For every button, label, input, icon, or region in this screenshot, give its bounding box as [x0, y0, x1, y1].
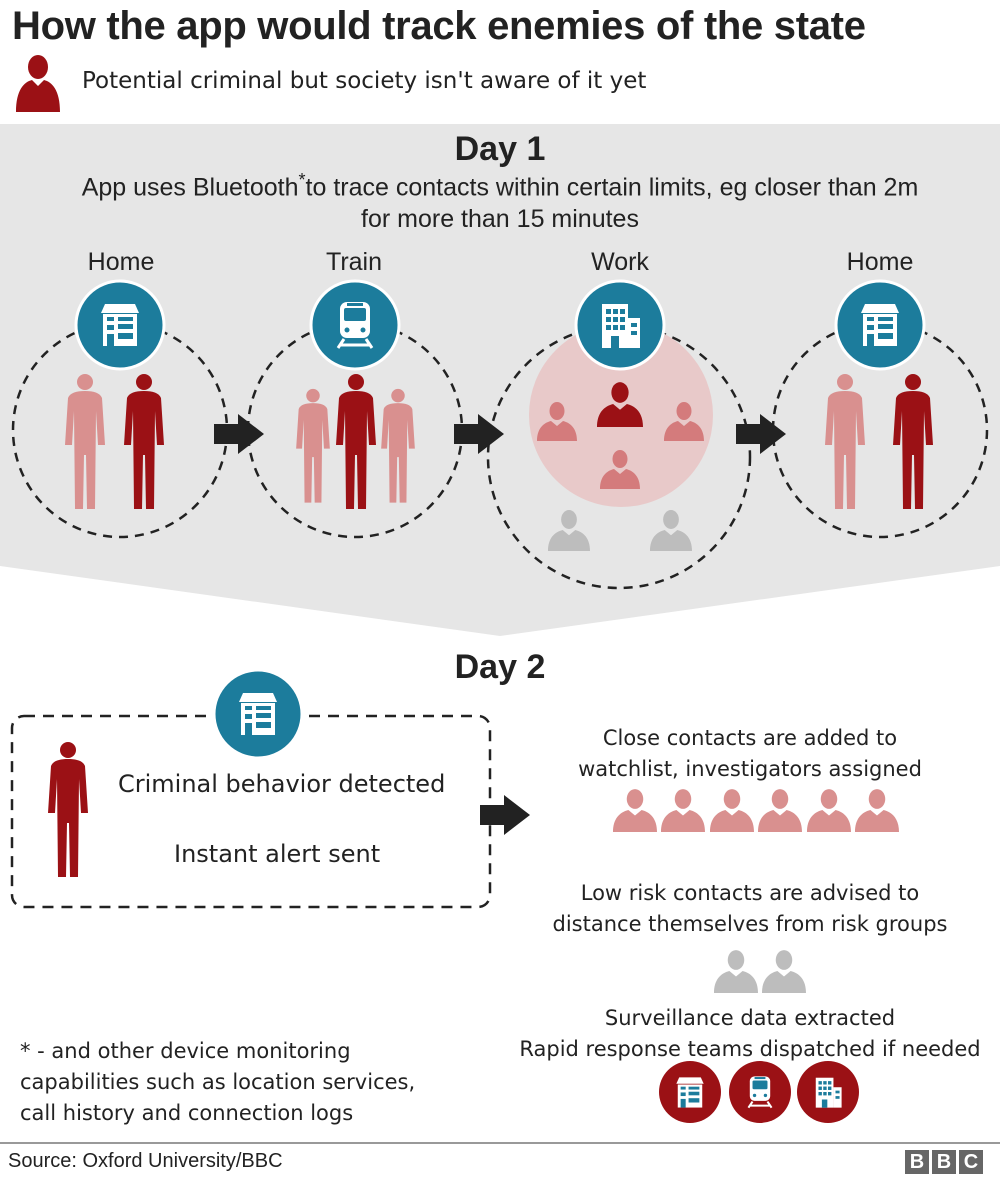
alert-sent-text: Instant alert sent: [174, 840, 381, 868]
house-icon: [74, 279, 166, 371]
day2-alert-diagram: [10, 668, 530, 909]
legend-criminal-icon: [16, 55, 60, 112]
house-icon: [212, 668, 304, 760]
office-building-icon: [797, 1061, 859, 1123]
person-icon: [296, 388, 330, 503]
house-icon: [834, 279, 926, 371]
bbc-logo-letter: C: [959, 1150, 983, 1174]
person-icon: [650, 510, 692, 551]
person-icon: [807, 789, 851, 832]
person-icon: [336, 374, 376, 509]
person-icon: [855, 789, 899, 832]
house-icon: [659, 1061, 721, 1123]
day1-description-part2: to trace contacts within certain limits,…: [305, 173, 919, 202]
source-credit: Source: Oxford University/BBC: [8, 1150, 283, 1172]
surveillance-text-1: Surveillance data extracted: [604, 1006, 896, 1030]
surveillance-text-2: Rapid response teams dispatched if neede…: [519, 1037, 981, 1061]
low-risk-text-2: distance themselves from risk groups: [552, 912, 948, 936]
footnote-line-1: * - and other device monitoring: [20, 1039, 351, 1063]
person-icon: [825, 374, 865, 509]
arrow-right-icon: [736, 414, 786, 454]
bbc-logo-letter: B: [932, 1150, 956, 1174]
person-icon: [65, 374, 105, 509]
day1-title: Day 1: [454, 130, 546, 168]
footnote-line-2: capabilities such as location services,: [20, 1070, 416, 1094]
location-label-home-2: Home: [846, 248, 914, 276]
person-icon: [714, 950, 758, 993]
day1-description: App uses Bluetooth*to trace contacts wit…: [0, 170, 1000, 202]
location-label-home: Home: [87, 248, 155, 276]
low-risk-text-1: Low risk contacts are advised to: [580, 881, 920, 905]
person-icon: [758, 789, 802, 832]
location-label-train: Train: [325, 248, 383, 276]
person-icon: [381, 388, 415, 503]
close-contacts-text-1: Close contacts are added to: [602, 726, 898, 750]
day1-diagram: [11, 279, 989, 590]
location-label-work: Work: [591, 248, 649, 276]
day1-description-line2: for more than 15 minutes: [361, 205, 639, 233]
person-icon: [762, 950, 806, 993]
person-icon: [548, 510, 590, 551]
train-icon: [309, 279, 401, 371]
person-icon: [710, 789, 754, 832]
footnote: * - and other device monitoring capabili…: [20, 1036, 415, 1129]
person-icon: [661, 789, 705, 832]
office-building-icon: [574, 279, 666, 371]
arrow-right-icon: [454, 414, 504, 454]
train-icon: [729, 1061, 791, 1123]
person-icon: [893, 374, 933, 509]
footer-divider: [0, 1142, 1000, 1144]
page-title: How the app would track enemies of the s…: [12, 4, 866, 48]
bluetooth-asterisk: *: [298, 170, 306, 190]
person-icon: [48, 742, 88, 877]
contact-circle-work: [486, 324, 752, 590]
bbc-logo-letter: B: [905, 1150, 929, 1174]
legend-text: Potential criminal but society isn't awa…: [82, 68, 647, 94]
day1-band: [0, 124, 1000, 636]
day2-title: Day 2: [454, 648, 546, 686]
arrow-right-icon: [480, 795, 530, 835]
alert-detected-text: Criminal behavior detected: [118, 770, 446, 798]
arrow-right-icon: [214, 414, 264, 454]
day2-outcomes-icons: [613, 789, 899, 1123]
close-contacts-text-2: watchlist, investigators assigned: [578, 757, 922, 781]
footnote-line-3: call history and connection logs: [20, 1101, 354, 1125]
person-icon: [613, 789, 657, 832]
day1-description-part1: App uses Bluetooth: [81, 173, 299, 202]
person-icon: [124, 374, 164, 509]
